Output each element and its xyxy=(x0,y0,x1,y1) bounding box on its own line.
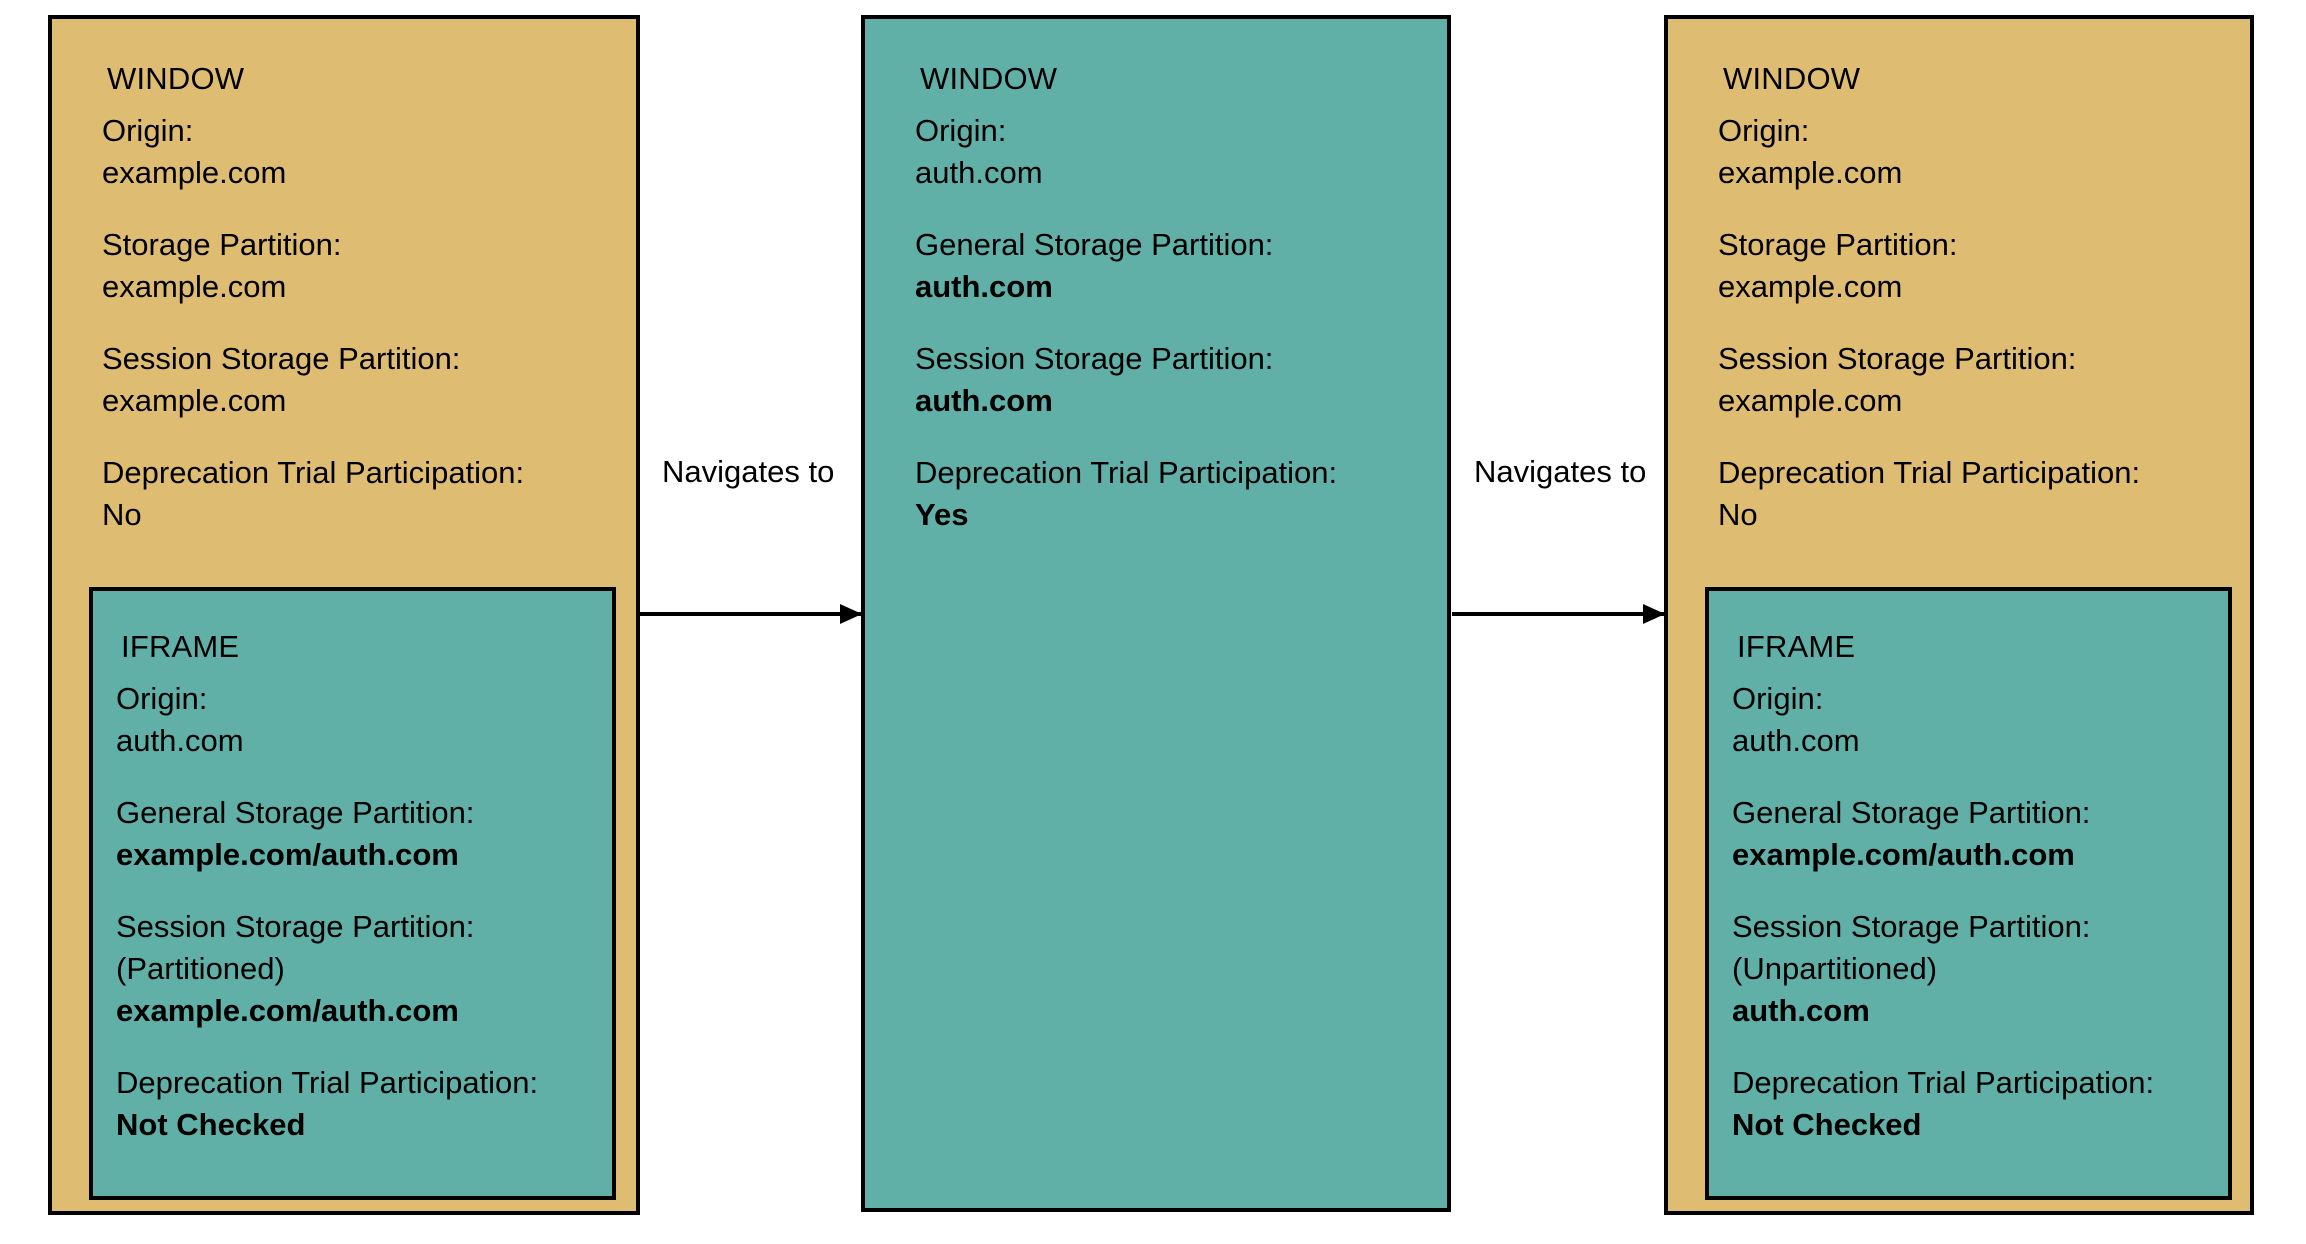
field-value: auth.com xyxy=(915,383,1053,418)
field-label: Session Storage Partition: xyxy=(116,909,475,944)
iframe-3-fields: Origin: auth.com General Storage Partiti… xyxy=(1732,683,2154,1140)
arrow-1-label: Navigates to xyxy=(662,454,835,489)
field-value: No xyxy=(1718,497,1758,532)
field-value: Not Checked xyxy=(116,1107,306,1142)
field-label: General Storage Partition: xyxy=(1732,795,2091,830)
field-value: Yes xyxy=(915,497,969,532)
field-label: Session Storage Partition: xyxy=(1718,341,2077,376)
field-label: Origin: xyxy=(116,681,208,716)
iframe-1-fields: Origin: auth.com General Storage Partiti… xyxy=(116,683,538,1140)
field-label: Storage Partition: xyxy=(1718,227,1958,262)
field-label: Storage Partition: xyxy=(102,227,342,262)
field-value: example.com xyxy=(102,383,287,418)
field-label: Deprecation Trial Participation: xyxy=(1718,455,2141,490)
field-origin: Origin: auth.com xyxy=(1732,683,2154,756)
field-session-storage-partition: Session Storage Partition: example.com xyxy=(1718,343,2140,416)
window-panel-1: WINDOW Origin: example.com Storage Parti… xyxy=(48,15,640,1215)
field-storage-partition: Storage Partition: example.com xyxy=(1718,229,2140,302)
arrow-shaft xyxy=(1452,612,1665,616)
arrow-head-icon xyxy=(1643,604,1665,624)
field-origin: Origin: example.com xyxy=(102,115,524,188)
field-general-storage-partition: General Storage Partition: example.com/a… xyxy=(1732,797,2154,870)
field-origin: Origin: auth.com xyxy=(116,683,538,756)
field-storage-partition: Storage Partition: example.com xyxy=(102,229,524,302)
field-sublabel: (Unpartitioned) xyxy=(1732,951,1938,986)
iframe-box-1: IFRAME Origin: auth.com General Storage … xyxy=(89,587,616,1200)
navigates-to-arrow-1 xyxy=(640,604,862,624)
field-deprecation-trial-participation: Deprecation Trial Participation: Yes xyxy=(915,457,1337,530)
field-value: auth.com xyxy=(1732,723,1860,758)
navigates-to-arrow-2 xyxy=(1452,604,1665,624)
iframe-1-title: IFRAME xyxy=(121,629,240,664)
field-deprecation-trial-participation: Deprecation Trial Participation: No xyxy=(1718,457,2140,530)
field-label: Deprecation Trial Participation: xyxy=(102,455,525,490)
panel-2-title: WINDOW xyxy=(920,61,1058,96)
window-panel-3: WINDOW Origin: example.com Storage Parti… xyxy=(1664,15,2254,1215)
field-deprecation-trial-participation: Deprecation Trial Participation: Not Che… xyxy=(1732,1067,2154,1140)
field-value: example.com xyxy=(1718,383,1903,418)
field-deprecation-trial-participation: Deprecation Trial Participation: No xyxy=(102,457,524,530)
field-general-storage-partition: General Storage Partition: auth.com xyxy=(915,229,1337,302)
window-panel-2: WINDOW Origin: auth.com General Storage … xyxy=(861,15,1451,1212)
field-value: Not Checked xyxy=(1732,1107,1922,1142)
field-session-storage-partition: Session Storage Partition: (Partitioned)… xyxy=(116,911,538,1026)
field-value: example.com xyxy=(102,155,287,190)
field-value: auth.com xyxy=(1732,993,1870,1028)
field-label: Origin: xyxy=(1718,113,1810,148)
field-session-storage-partition: Session Storage Partition: auth.com xyxy=(915,343,1337,416)
panel-2-fields: Origin: auth.com General Storage Partiti… xyxy=(915,115,1337,530)
field-general-storage-partition: General Storage Partition: example.com/a… xyxy=(116,797,538,870)
field-deprecation-trial-participation: Deprecation Trial Participation: Not Che… xyxy=(116,1067,538,1140)
field-value: auth.com xyxy=(915,269,1053,304)
field-label: Session Storage Partition: xyxy=(1732,909,2091,944)
field-session-storage-partition: Session Storage Partition: (Unpartitione… xyxy=(1732,911,2154,1026)
field-label: Origin: xyxy=(915,113,1007,148)
panel-1-fields: Origin: example.com Storage Partition: e… xyxy=(102,115,524,530)
arrow-2-label: Navigates to xyxy=(1474,454,1647,489)
field-value: No xyxy=(102,497,142,532)
panel-3-title: WINDOW xyxy=(1723,61,1861,96)
field-origin: Origin: auth.com xyxy=(915,115,1337,188)
field-value: example.com xyxy=(1718,269,1903,304)
field-value: example.com xyxy=(102,269,287,304)
field-origin: Origin: example.com xyxy=(1718,115,2140,188)
field-label: Origin: xyxy=(102,113,194,148)
field-label: Session Storage Partition: xyxy=(102,341,461,376)
field-value: example.com xyxy=(1718,155,1903,190)
field-label: General Storage Partition: xyxy=(915,227,1274,262)
field-label: Origin: xyxy=(1732,681,1824,716)
arrow-shaft xyxy=(640,612,862,616)
arrow-head-icon xyxy=(840,604,862,624)
field-label: Session Storage Partition: xyxy=(915,341,1274,376)
field-label: General Storage Partition: xyxy=(116,795,475,830)
field-label: Deprecation Trial Participation: xyxy=(116,1065,539,1100)
field-value: auth.com xyxy=(915,155,1043,190)
panel-1-title: WINDOW xyxy=(107,61,245,96)
field-sublabel: (Partitioned) xyxy=(116,951,285,986)
iframe-3-title: IFRAME xyxy=(1737,629,1856,664)
field-label: Deprecation Trial Participation: xyxy=(915,455,1338,490)
panel-3-fields: Origin: example.com Storage Partition: e… xyxy=(1718,115,2140,530)
field-session-storage-partition: Session Storage Partition: example.com xyxy=(102,343,524,416)
field-value: auth.com xyxy=(116,723,244,758)
field-value: example.com/auth.com xyxy=(116,993,459,1028)
field-value: example.com/auth.com xyxy=(1732,837,2075,872)
field-value: example.com/auth.com xyxy=(116,837,459,872)
field-label: Deprecation Trial Participation: xyxy=(1732,1065,2155,1100)
iframe-box-3: IFRAME Origin: auth.com General Storage … xyxy=(1705,587,2232,1200)
